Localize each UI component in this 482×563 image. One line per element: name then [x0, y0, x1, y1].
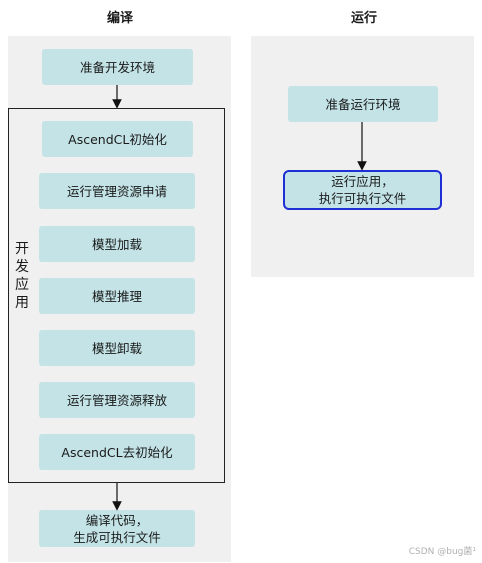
prepare-dev-env-box: 准备开发环境 [42, 49, 193, 85]
step-acl-finalize: AscendCL去初始化 [39, 434, 195, 470]
develop-app-label: 开 发 应 用 [15, 241, 29, 311]
build-executable-box: 编译代码， 生成可执行文件 [39, 510, 195, 547]
run-column-title: 运行 [350, 11, 377, 26]
step-acl-init: AscendCL初始化 [42, 121, 193, 157]
step-model-load: 模型加载 [39, 226, 195, 262]
prepare-run-env-box: 准备运行环境 [288, 86, 438, 122]
step-runtime-release: 运行管理资源释放 [39, 382, 195, 418]
run-application-box: 运行应用， 执行可执行文件 [283, 170, 442, 210]
compile-column-title: 编译 [106, 11, 133, 26]
step-model-infer: 模型推理 [39, 278, 195, 314]
step-runtime-alloc: 运行管理资源申请 [39, 173, 195, 209]
watermark: CSDN @bug菌¹ [408, 547, 476, 557]
step-model-unload: 模型卸载 [39, 330, 195, 366]
